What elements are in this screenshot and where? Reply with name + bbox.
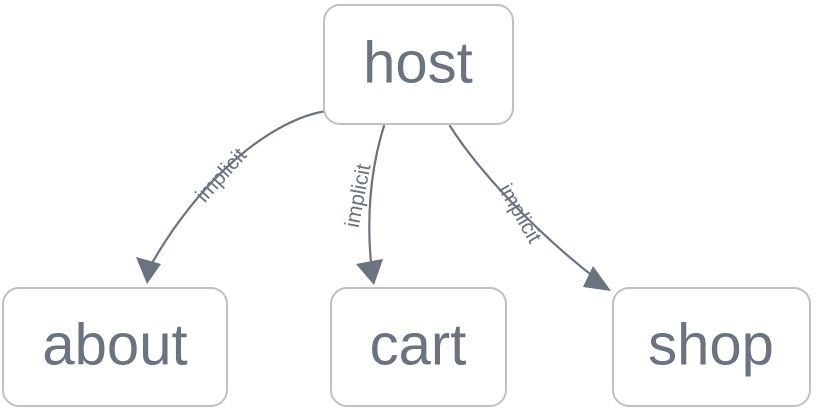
node-about-box <box>2 287 228 407</box>
edge-host-shop-arrowhead-icon <box>583 266 611 291</box>
node-host-label: host <box>363 30 473 95</box>
node-cart-label: cart <box>370 312 467 377</box>
edge-host-shop[interactable]: implicit <box>448 124 611 291</box>
node-host-box <box>323 4 514 125</box>
edges-layer: implicit implicit implicit <box>136 109 611 291</box>
edge-host-about-path <box>145 109 329 274</box>
node-shop-label: shop <box>648 312 774 377</box>
node-about[interactable]: about <box>2 287 228 407</box>
nodes-layer: host about cart shop <box>2 4 811 407</box>
edge-host-about-arrowhead-icon <box>136 257 161 284</box>
edge-host-about-label: implicit <box>191 144 251 207</box>
edge-host-shop-label: implicit <box>494 180 546 247</box>
node-cart-box <box>330 287 507 407</box>
node-shop-box <box>612 287 811 407</box>
edge-host-cart[interactable]: implicit <box>341 124 386 285</box>
edge-host-about[interactable]: implicit <box>136 109 329 284</box>
node-host[interactable]: host <box>323 4 514 125</box>
edge-host-cart-arrowhead-icon <box>356 259 383 285</box>
node-cart[interactable]: cart <box>330 287 507 407</box>
edge-host-cart-path <box>368 124 386 274</box>
node-shop[interactable]: shop <box>612 287 811 407</box>
edge-host-shop-path <box>448 124 601 283</box>
node-about-label: about <box>42 312 187 377</box>
